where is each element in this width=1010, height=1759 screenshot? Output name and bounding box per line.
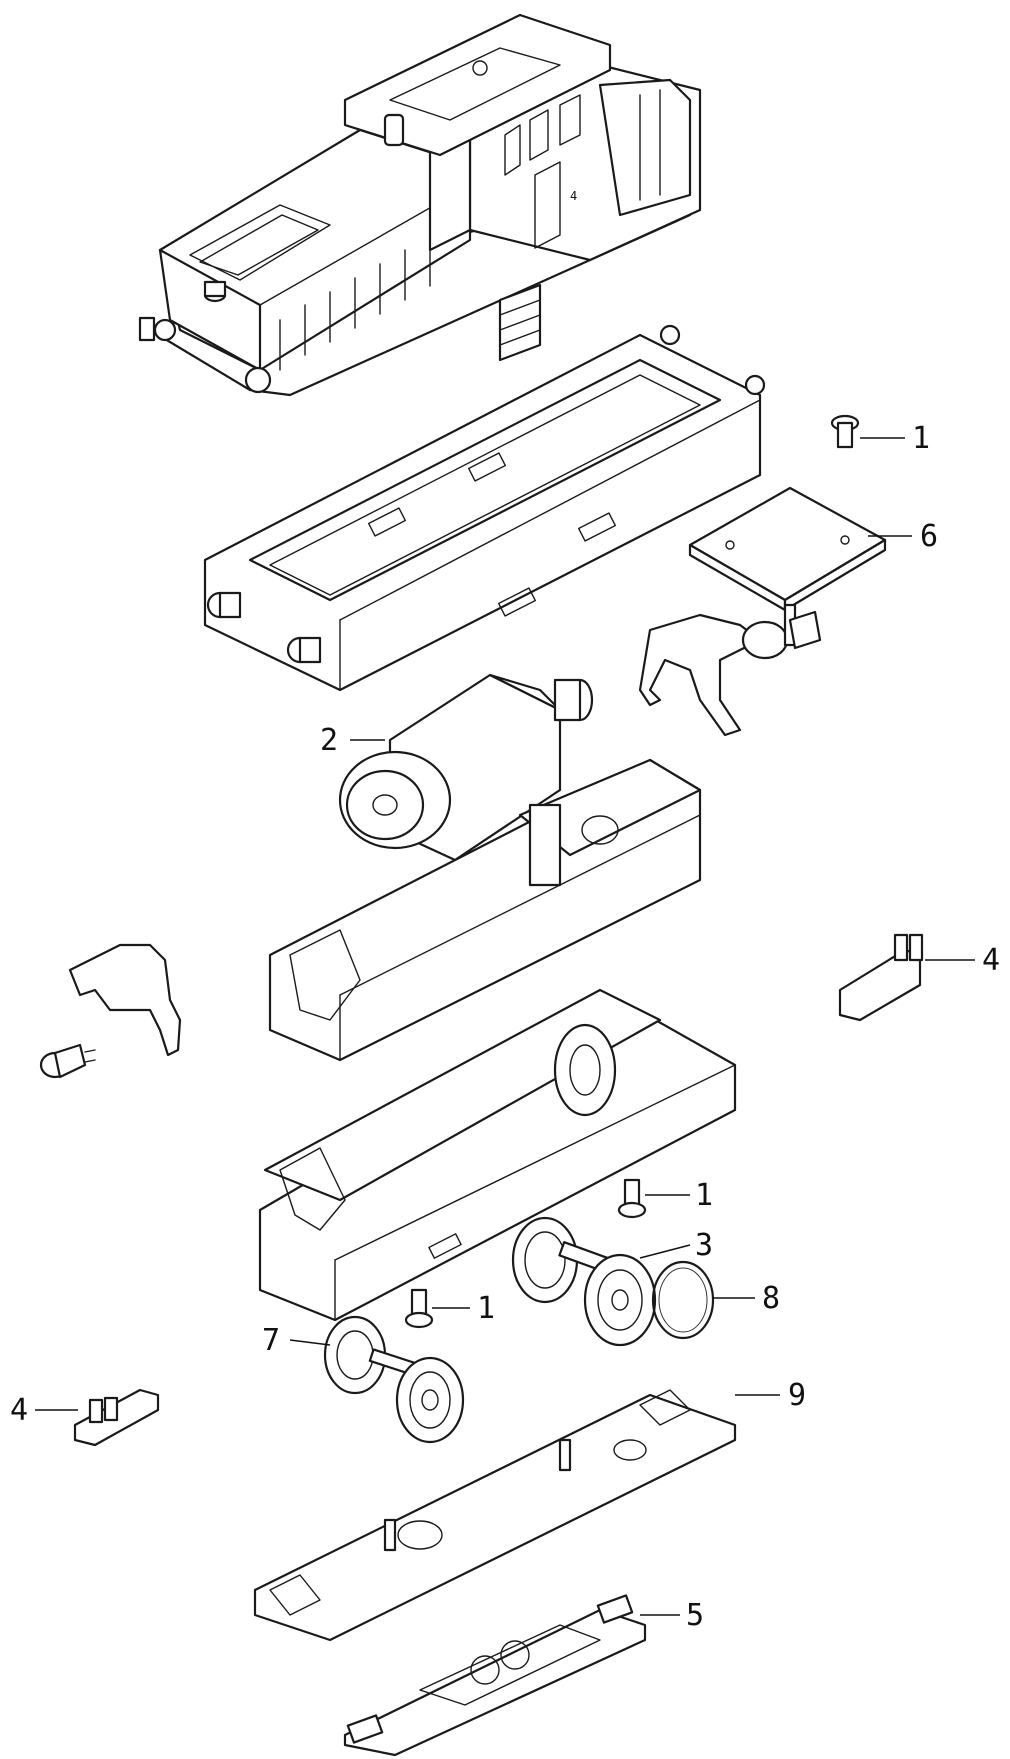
lower-gear-housing — [258, 988, 737, 1322]
callout-7: 7 — [262, 1323, 280, 1358]
motor-part-2: 2 — [320, 673, 594, 862]
coupler-part-4-left: 4 — [10, 1388, 160, 1447]
hood-side-panels — [279, 235, 431, 371]
coupler-part-4-right: 4 — [838, 933, 1000, 1022]
screw-part-1-mid: 1 — [617, 1178, 713, 1219]
wheelset-part-3: 3 — [511, 1216, 713, 1347]
callout-4-right: 4 — [982, 943, 1000, 978]
callout-1-mid: 1 — [695, 1178, 713, 1213]
base-plate-part-9: 9 — [253, 1378, 806, 1642]
plate-part-6: 6 — [688, 486, 938, 612]
callout-2: 2 — [320, 723, 338, 758]
locomotive-body-shell: 4 — [138, 13, 702, 397]
upper-gear-housing — [268, 758, 702, 1062]
callout-8: 8 — [762, 1281, 780, 1316]
cab-number: 4 — [570, 189, 577, 203]
light-housing-right — [638, 603, 822, 737]
callout-3: 3 — [695, 1228, 713, 1263]
callout-5: 5 — [686, 1598, 704, 1633]
callout-6: 6 — [920, 519, 938, 554]
callout-1-low: 1 — [477, 1291, 495, 1326]
traction-tyre-part-8: 8 — [651, 1260, 780, 1340]
chassis-frame — [203, 324, 766, 692]
callout-1-top: 1 — [912, 421, 930, 456]
callout-9: 9 — [788, 1378, 806, 1413]
keeper-plate-part-5: 5 — [343, 1594, 704, 1757]
screw-part-1-low: 1 — [404, 1288, 495, 1329]
screw-part-1-top: 1 — [830, 414, 930, 456]
light-housing-left — [39, 943, 182, 1079]
callout-4-left: 4 — [10, 1393, 28, 1428]
wheelset-part-7: 7 — [262, 1315, 465, 1444]
